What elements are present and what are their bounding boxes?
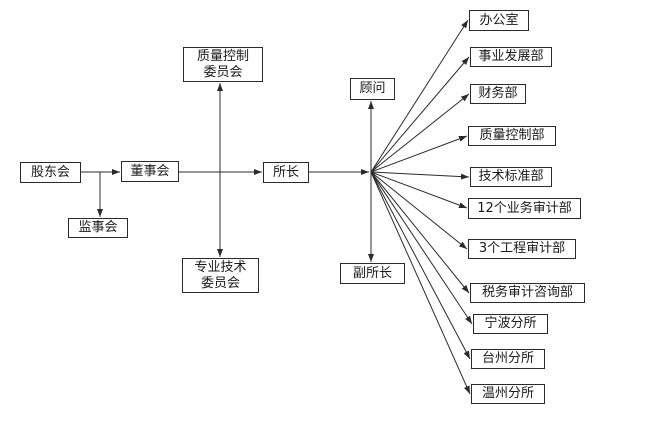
node-shareholders-meeting: 股东会 — [20, 162, 81, 183]
node-quality-control-dept: 质量控制部 — [468, 126, 556, 146]
node-engineering-audit-depts: 3个工程审计部 — [468, 239, 576, 259]
node-tax-audit-consulting-dept: 税务审计咨询部 — [470, 283, 585, 303]
node-technical-standards-dept: 技术标准部 — [470, 167, 552, 187]
edge-line — [370, 135, 468, 173]
node-director: 所长 — [263, 162, 309, 183]
node-taizhou-branch: 台州分所 — [471, 349, 545, 369]
edge-line — [370, 93, 470, 173]
node-advisor: 顾问 — [350, 78, 395, 100]
edge-line — [370, 19, 469, 173]
node-board-of-directors: 董事会 — [121, 161, 179, 182]
node-ningbo-branch: 宁波分所 — [473, 314, 548, 334]
node-deputy-director: 副所长 — [340, 263, 405, 284]
edge-line — [370, 171, 470, 294]
node-business-development-dept: 事业发展部 — [470, 47, 552, 67]
edge-line — [370, 171, 470, 180]
edge-line — [370, 171, 468, 250]
edge-line — [370, 171, 468, 209]
node-finance-dept: 财务部 — [470, 84, 526, 104]
edge-line — [370, 171, 471, 395]
edge-line — [370, 171, 471, 360]
node-business-audit-depts: 12个业务审计部 — [468, 198, 581, 219]
edge-line — [370, 56, 470, 173]
node-office: 办公室 — [469, 10, 529, 31]
node-quality-control-committee: 质量控制 委员会 — [183, 47, 263, 82]
node-board-of-supervisors: 监事会 — [68, 218, 128, 238]
edge-line — [370, 171, 473, 325]
node-professional-technical-committee: 专业技术 委员会 — [182, 258, 259, 293]
node-wenzhou-branch: 温州分所 — [471, 384, 545, 404]
